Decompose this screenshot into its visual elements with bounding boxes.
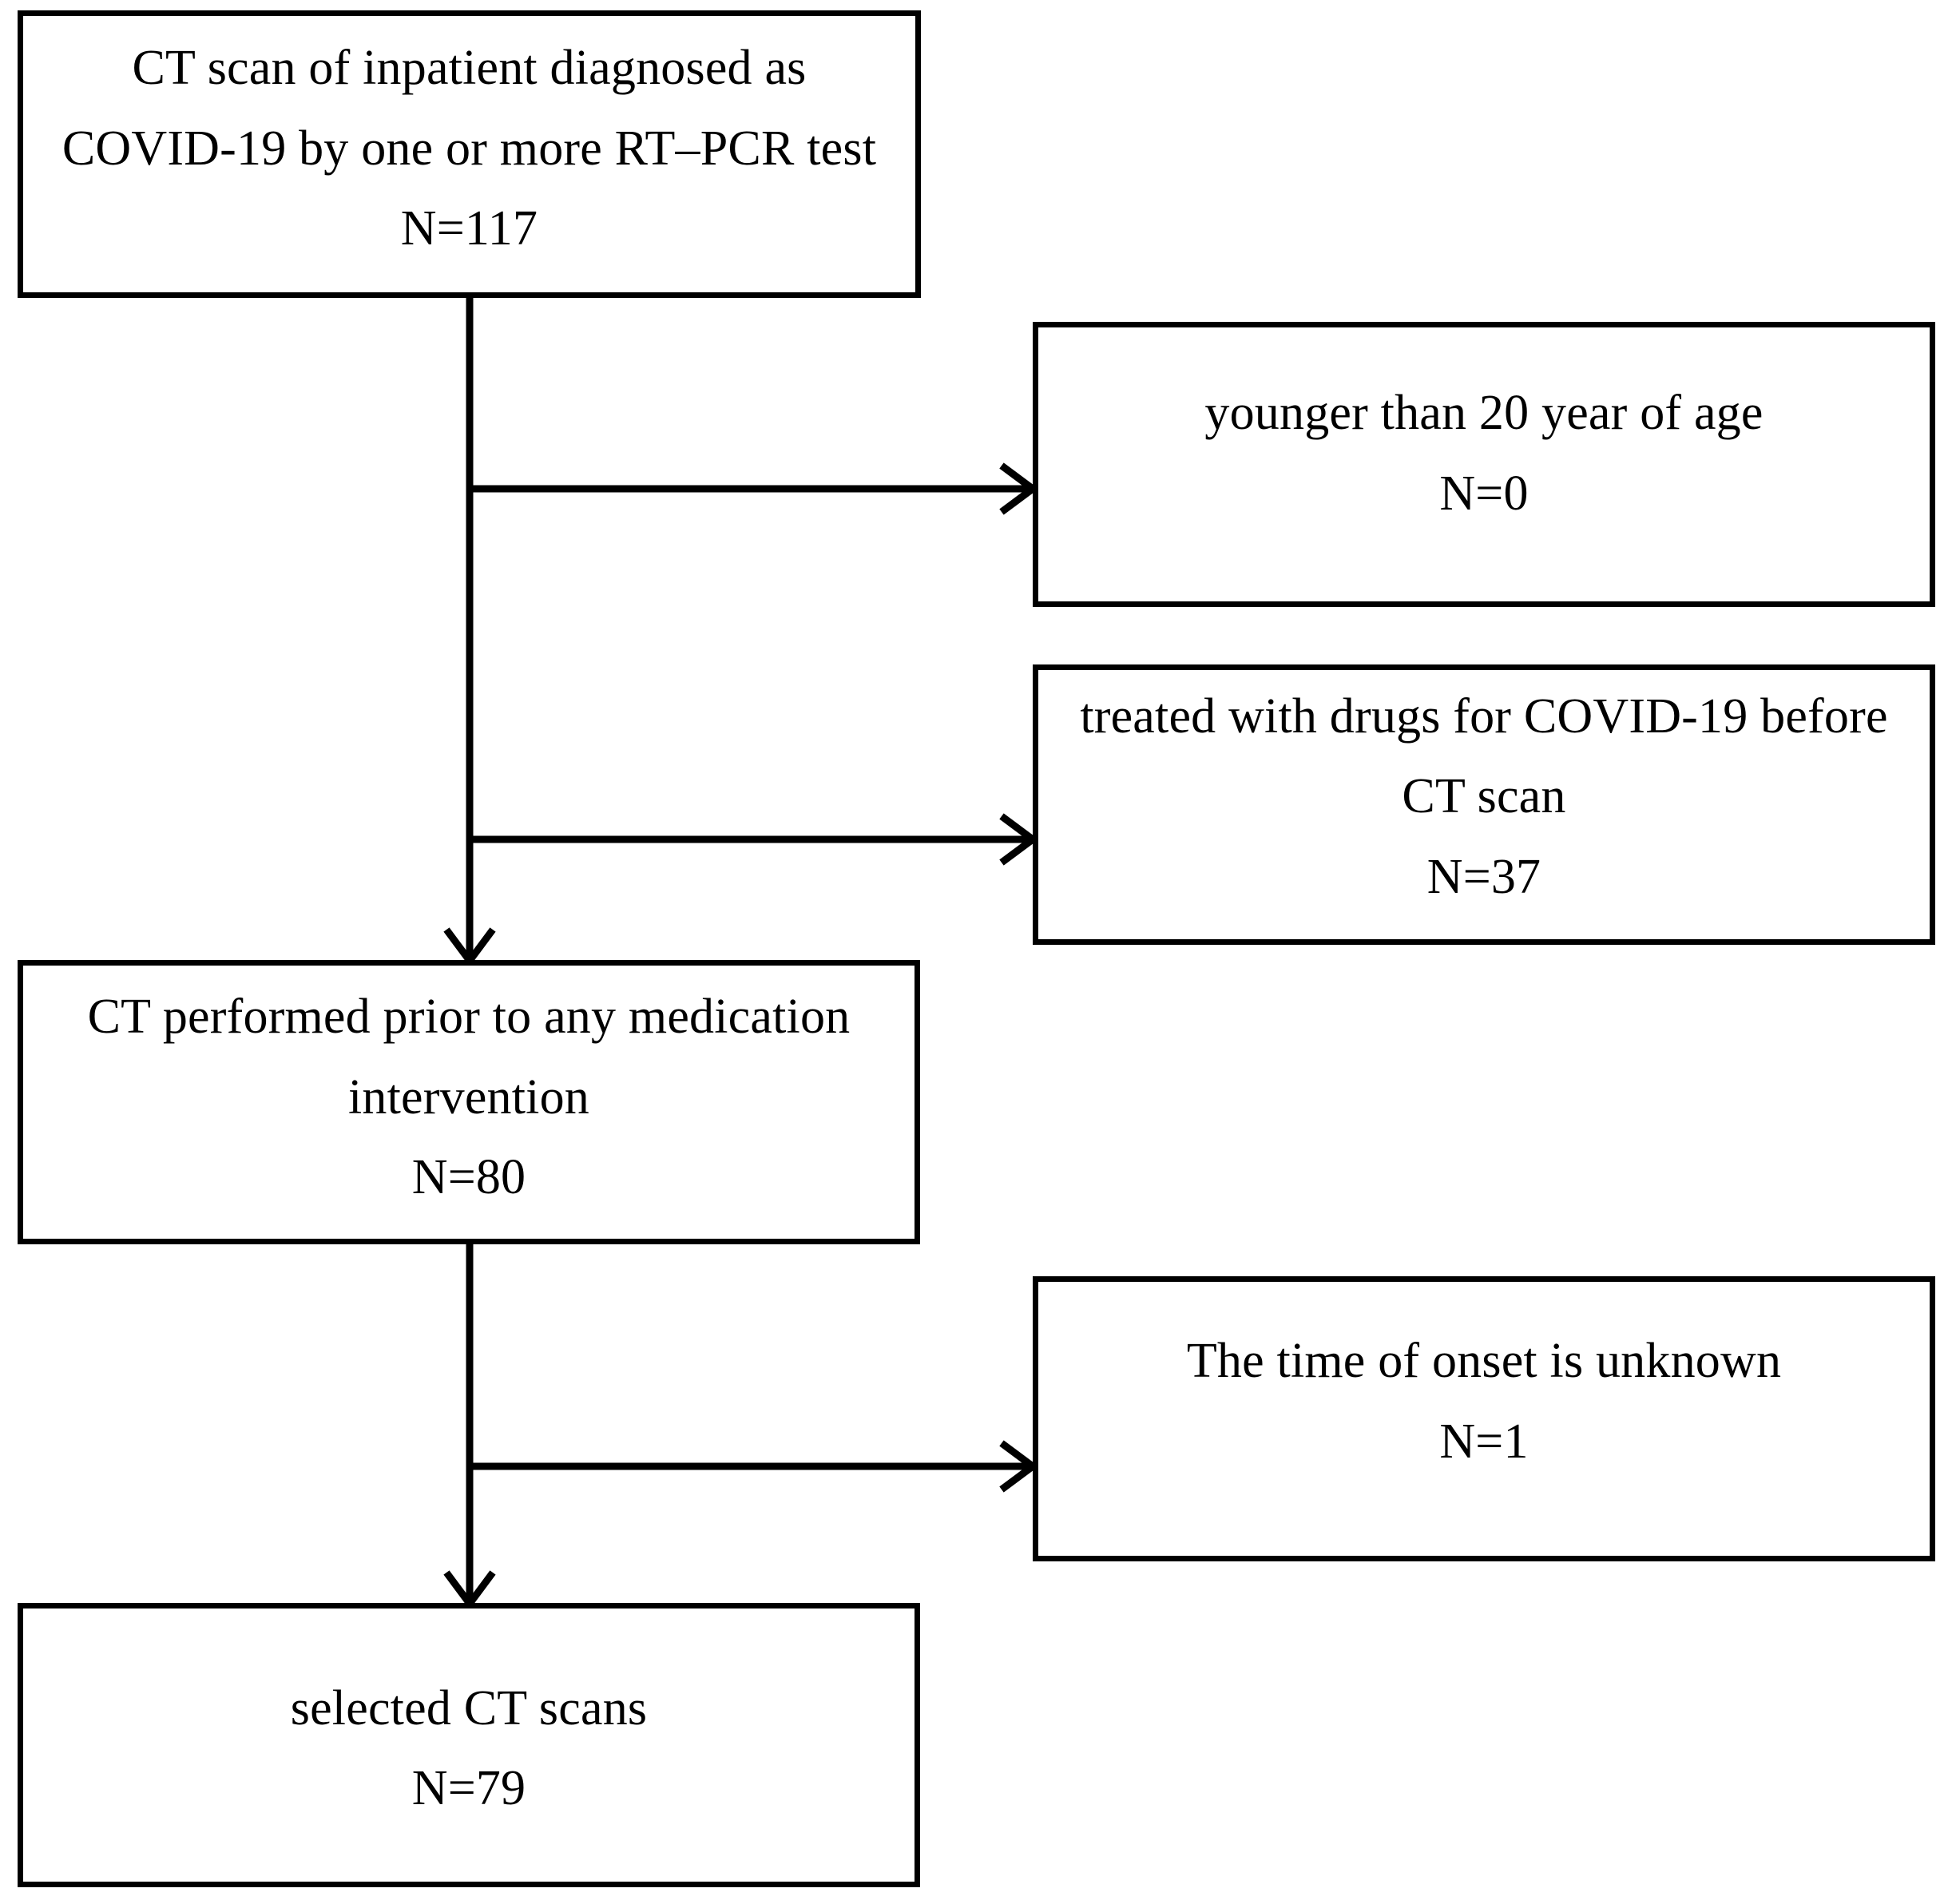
node-exclusion-age-count: N=0: [1439, 466, 1529, 521]
node-source-cohort-count: N=117: [400, 201, 538, 256]
node-ct-prior-medication-text: CT performed prior to any medication int…: [23, 977, 915, 1217]
node-exclusion-age-text: younger than 20 year of age N=0: [1038, 373, 1930, 534]
node-exclusion-onset-unknown-text: The time of onset is unknown N=1: [1038, 1321, 1930, 1482]
node-selected-ct-scans-line-1: selected CT scans: [290, 1680, 648, 1735]
node-exclusion-drugs-text: treated with drugs for COVID-19 before C…: [1038, 676, 1930, 917]
node-exclusion-onset-unknown-count: N=1: [1439, 1414, 1529, 1469]
node-source-cohort-line-2: COVID-19 by one or more RT–PCR test: [61, 121, 877, 176]
node-ct-prior-medication-count: N=80: [411, 1150, 526, 1205]
node-exclusion-onset-unknown-line-1: The time of onset is unknown: [1186, 1334, 1782, 1389]
node-ct-prior-medication: CT performed prior to any medication int…: [18, 960, 920, 1244]
node-exclusion-drugs: treated with drugs for COVID-19 before C…: [1033, 664, 1935, 945]
node-exclusion-age: younger than 20 year of age N=0: [1033, 322, 1935, 607]
node-exclusion-age-line-1: younger than 20 year of age: [1204, 386, 1764, 441]
node-source-cohort: CT scan of inpatient diagnosed as COVID-…: [18, 10, 921, 298]
arrowhead-down-prior-med: [443, 927, 496, 967]
node-exclusion-onset-unknown: The time of onset is unknown N=1: [1033, 1276, 1935, 1561]
arrowhead-right-exclude-drugs: [999, 813, 1039, 866]
arrowhead-down-selected: [443, 1570, 496, 1610]
node-ct-prior-medication-line-1: CT performed prior to any medication: [87, 990, 851, 1045]
arrowhead-right-exclude-onset: [999, 1440, 1039, 1493]
node-exclusion-drugs-line-1: treated with drugs for COVID-19 before: [1080, 688, 1888, 744]
node-selected-ct-scans-text: selected CT scans N=79: [23, 1668, 915, 1829]
node-ct-prior-medication-line-2: intervention: [348, 1069, 589, 1125]
arrowhead-right-exclude-age: [999, 462, 1039, 515]
node-exclusion-drugs-line-2: CT scan: [1402, 769, 1566, 824]
node-exclusion-drugs-count: N=37: [1426, 849, 1541, 904]
node-source-cohort-line-1: CT scan of inpatient diagnosed as: [132, 41, 807, 96]
node-source-cohort-text: CT scan of inpatient diagnosed as COVID-…: [23, 23, 915, 268]
node-selected-ct-scans-count: N=79: [411, 1761, 526, 1815]
node-selected-ct-scans: selected CT scans N=79: [18, 1603, 920, 1887]
